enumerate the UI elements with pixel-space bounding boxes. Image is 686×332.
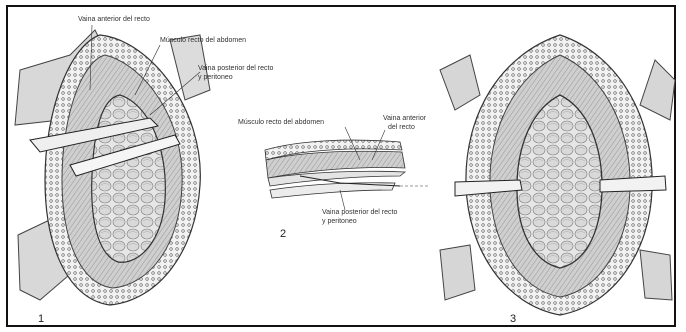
panel-1-incision <box>15 30 210 305</box>
label-del-recto-2: del recto <box>388 124 415 131</box>
label-musculo-recto-1: Músculo recto del abdomen <box>160 37 246 44</box>
label-vaina-anterior-1: Vaina anterior del recto <box>78 16 150 23</box>
label-vaina-posterior-2: Vaina posterior del recto <box>322 209 397 216</box>
panel-number-2: 2 <box>280 228 286 240</box>
panel-number-1: 1 <box>38 313 44 325</box>
panel-2-cross-section <box>265 140 430 198</box>
label-musculo-recto-2: Músculo recto del abdomen <box>238 119 324 126</box>
label-vaina-posterior-1: Vaina posterior del recto <box>198 65 273 72</box>
label-peritoneo-1: y peritoneo <box>198 74 233 81</box>
panel-3-open-abdomen <box>440 35 675 315</box>
label-peritoneo-2: y peritoneo <box>322 218 357 225</box>
label-vaina-anterior-2: Vaina anterior <box>383 115 427 122</box>
panel-number-3: 3 <box>510 313 516 325</box>
